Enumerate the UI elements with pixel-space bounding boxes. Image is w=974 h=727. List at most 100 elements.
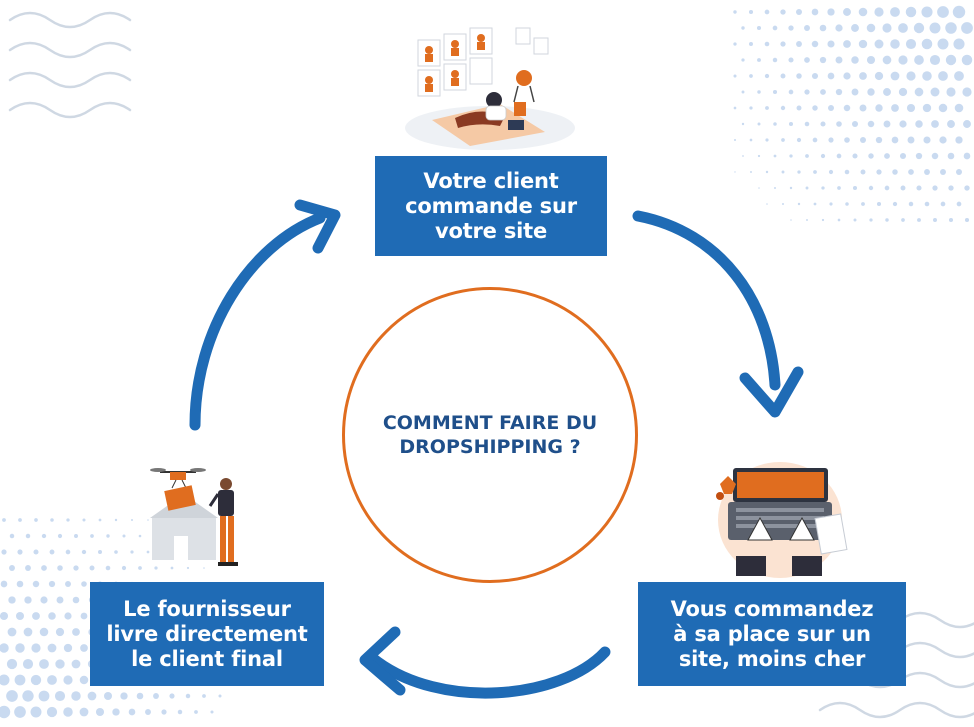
decorative-dot (749, 138, 753, 142)
decorative-dot (741, 26, 745, 30)
decorative-dot (47, 675, 57, 685)
decorative-dot (876, 169, 882, 175)
decorative-dot (962, 87, 972, 97)
decorative-dot (65, 549, 71, 555)
decorative-dot (922, 103, 932, 113)
wave-lines-top-left (8, 11, 132, 119)
decorative-dot (901, 218, 905, 222)
decorative-dot (891, 136, 899, 144)
decorative-dot (81, 549, 87, 555)
decorative-dot (38, 690, 50, 702)
decorative-dot (843, 104, 851, 112)
decorative-dot (899, 152, 907, 160)
decorative-dot (202, 694, 206, 698)
decorative-dot (33, 549, 39, 555)
decorative-dot (757, 122, 761, 126)
decorative-dot (963, 120, 971, 128)
decorative-dot (812, 105, 818, 111)
decorative-dot (867, 120, 875, 128)
decorative-dot (946, 87, 956, 97)
decorative-dot (821, 218, 825, 222)
decorative-dot (71, 691, 81, 701)
decorative-dot (890, 7, 900, 17)
decorative-dot (813, 202, 817, 206)
decorative-dot (774, 187, 776, 189)
decorative-dot (811, 8, 819, 16)
decorative-dot (917, 218, 921, 222)
decorative-dot (98, 550, 102, 554)
decorative-dot (758, 187, 760, 189)
decorative-dot (796, 105, 802, 111)
decorative-dot (947, 120, 955, 128)
decorative-dot (773, 122, 777, 126)
decorative-dot (884, 185, 890, 191)
decorative-dot (7, 627, 17, 637)
decorative-dot (932, 185, 938, 191)
decorative-dot (811, 40, 819, 48)
decorative-dot (49, 549, 55, 555)
arrowhead-bottom (359, 626, 406, 696)
decorative-dot (734, 171, 736, 173)
decorative-dot (955, 136, 963, 144)
decorative-dot (908, 201, 914, 207)
decorative-dot (186, 566, 190, 570)
decorative-dot (765, 170, 769, 174)
decorative-dot (922, 71, 932, 81)
decorative-dot (945, 22, 957, 34)
decorative-dot (851, 88, 859, 96)
decorative-dot (796, 9, 802, 15)
decorative-dot (883, 88, 891, 96)
decorative-dot (772, 57, 778, 63)
decorative-dot (853, 218, 857, 222)
decorative-dot (79, 675, 89, 685)
decorative-dot (16, 580, 24, 588)
decorative-dot (57, 533, 63, 539)
decorative-dot (89, 565, 95, 571)
decorative-dot (741, 58, 745, 62)
decorative-dot (868, 185, 874, 191)
decorative-dot (954, 71, 964, 81)
decorative-dot (90, 534, 94, 538)
step-3-line-1: Le fournisseur (123, 596, 291, 621)
decorative-dot (843, 72, 851, 80)
decorative-dot (81, 581, 87, 587)
decorative-dot (827, 8, 835, 16)
decorative-dot (789, 186, 793, 190)
decorative-dot (796, 73, 802, 79)
decorative-dot (749, 106, 753, 110)
decorative-dot (138, 566, 142, 570)
decorative-dot (890, 39, 900, 49)
decorative-dot (145, 709, 151, 715)
decorative-dot (0, 674, 10, 686)
decorative-dot (835, 88, 843, 96)
decorative-dot (34, 518, 38, 522)
decorative-dot (858, 7, 868, 17)
decorative-dot (765, 106, 769, 110)
decorative-dot (821, 186, 825, 190)
decorative-dot (39, 659, 49, 669)
decorative-dot (858, 39, 868, 49)
decorative-dot (938, 103, 948, 113)
decorative-dot (14, 706, 26, 718)
decorative-dot (0, 643, 9, 653)
decorative-dot (827, 40, 835, 48)
decorative-dot (79, 707, 89, 717)
decorative-dot (915, 152, 923, 160)
decorative-dot (161, 709, 167, 715)
center-title: COMMENT FAIRE DU DROPSHIPPING ? (383, 411, 597, 459)
step-1-line-3: votre site (434, 218, 548, 243)
decorative-dot (820, 89, 826, 95)
decorative-dot (733, 74, 737, 78)
decorative-dot (908, 169, 914, 175)
step-3-box: Le fournisseur livre directement le clie… (90, 582, 324, 686)
decorative-dot (940, 169, 946, 175)
decorative-dot (945, 54, 957, 66)
decorative-dot (804, 89, 810, 95)
decorative-dot (913, 22, 925, 34)
decorative-dot (948, 185, 954, 191)
decorative-dot (82, 518, 86, 522)
decorative-dot (964, 185, 970, 191)
dot-pattern-top-right (733, 5, 973, 223)
decorative-dot (22, 658, 34, 670)
decorative-dot (845, 202, 849, 206)
